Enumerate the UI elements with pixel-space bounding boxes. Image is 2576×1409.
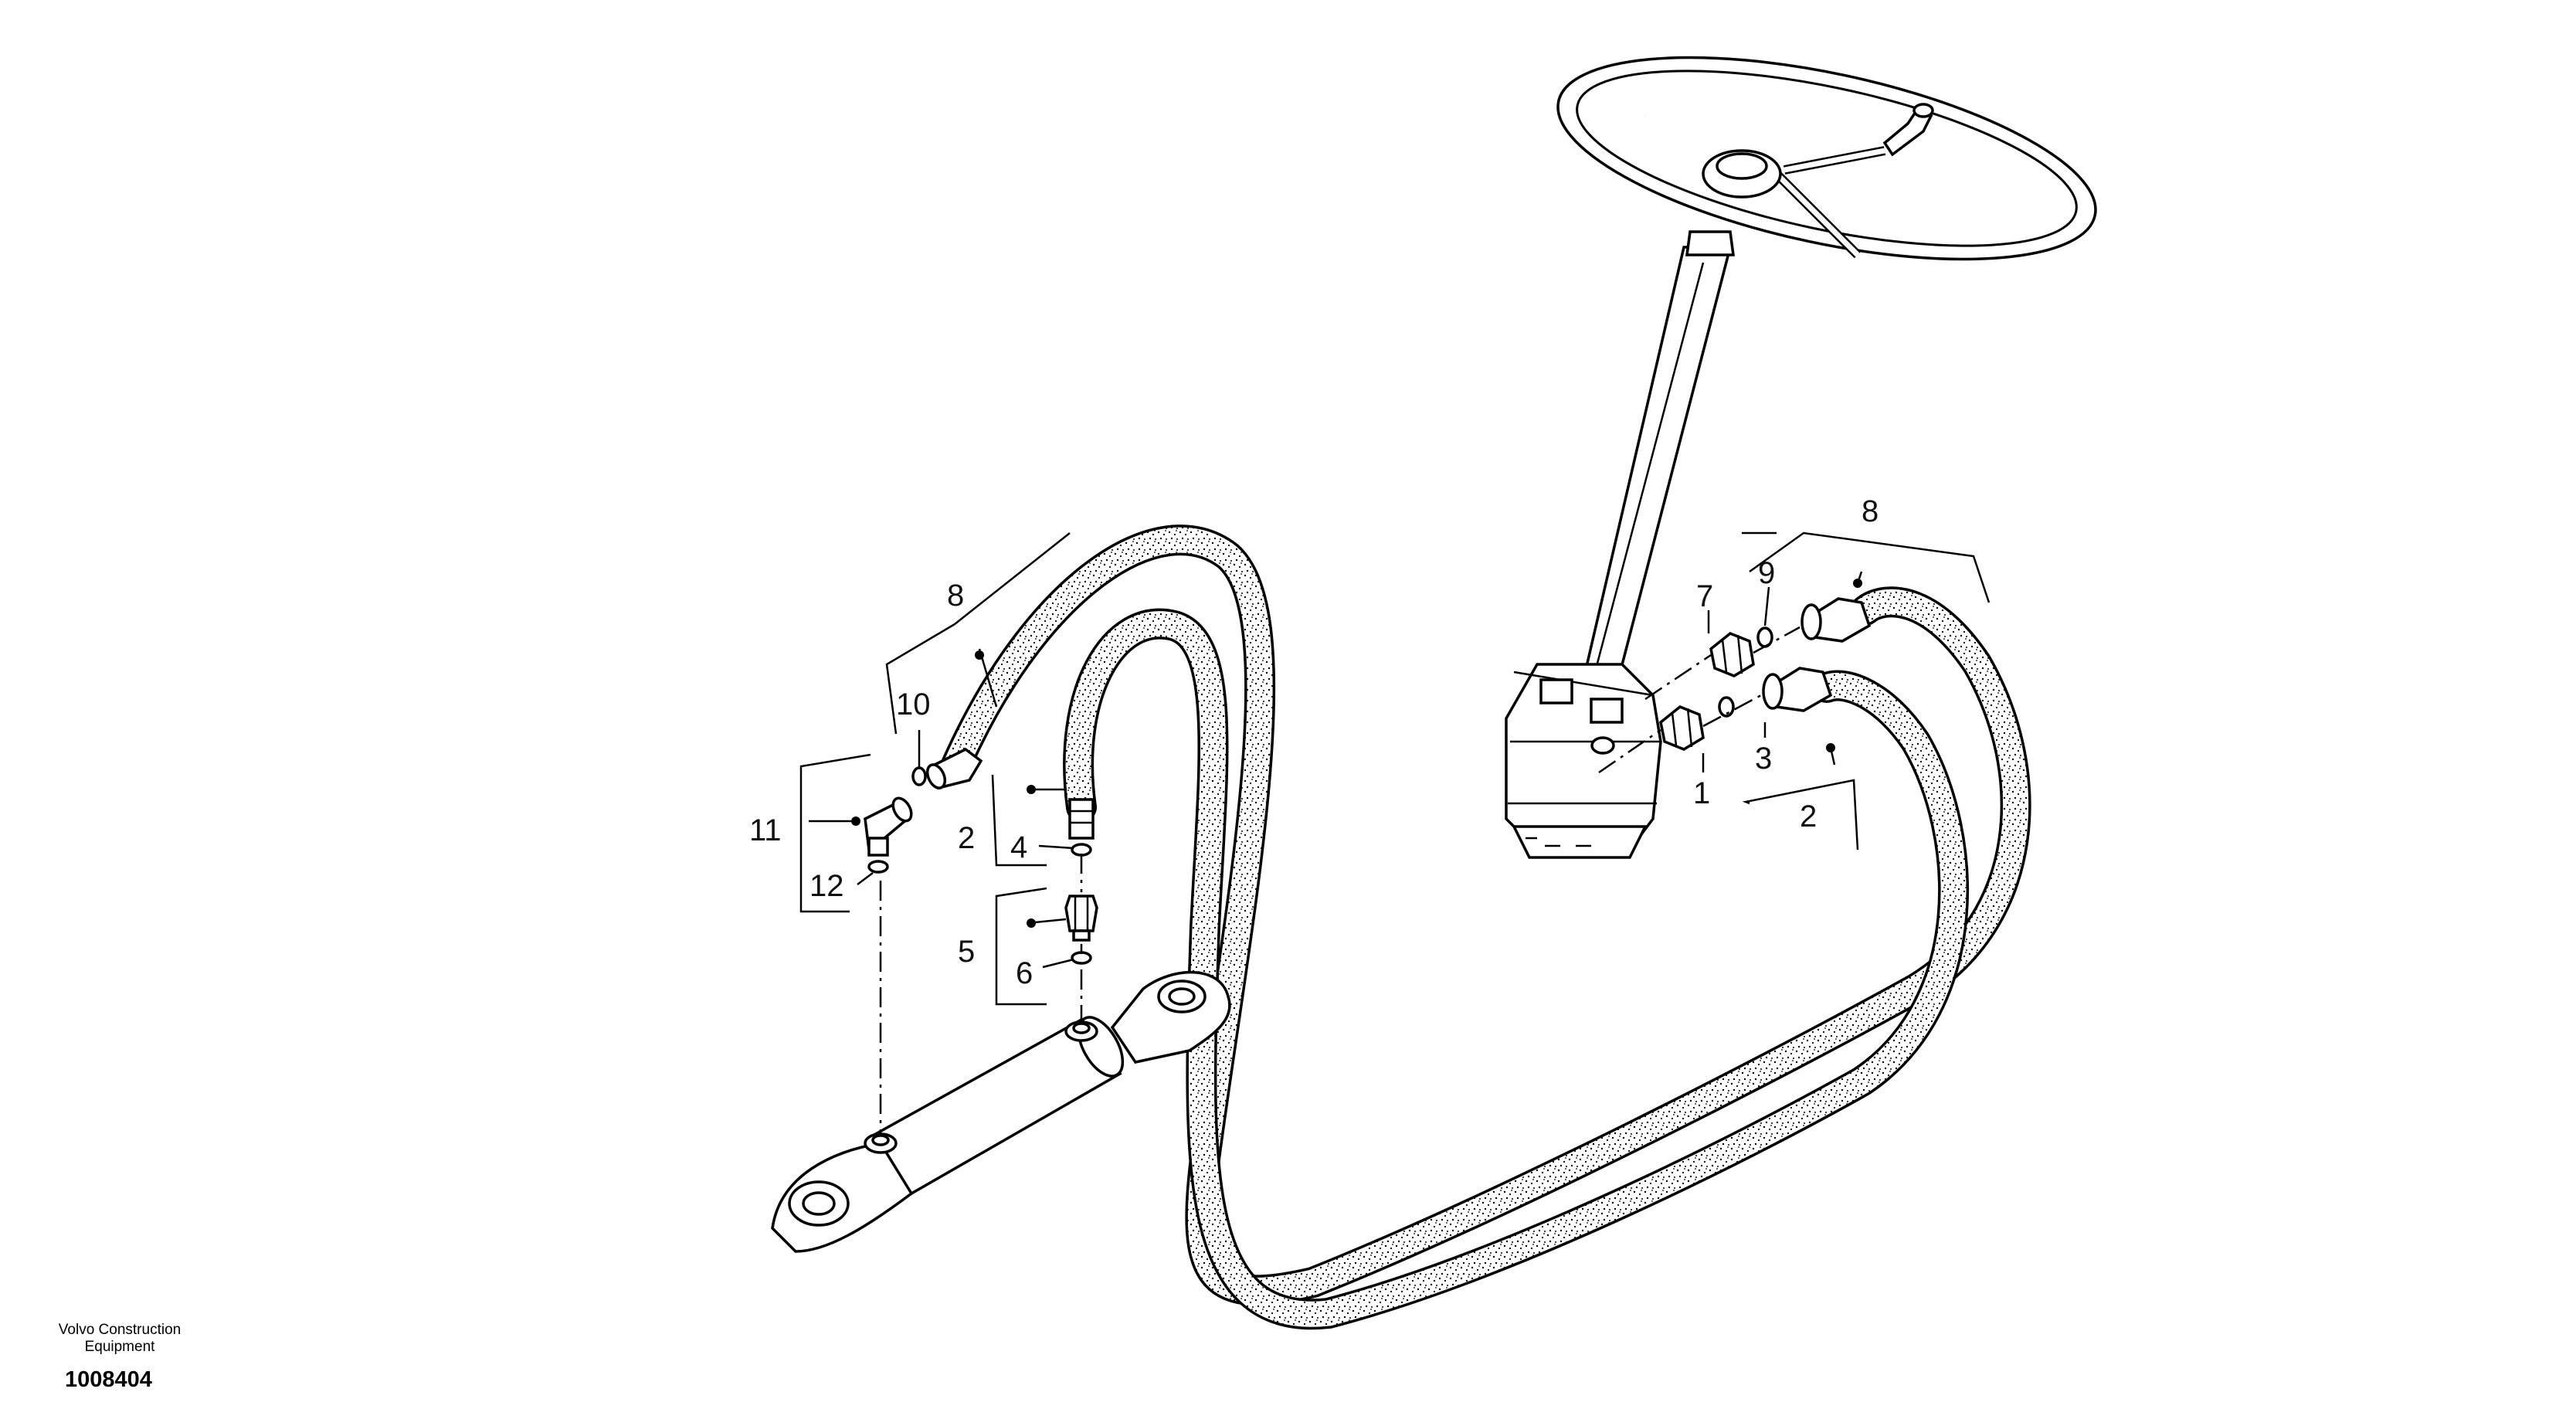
callout-10: 10: [896, 688, 931, 721]
leader-lines: [799, 531, 1991, 1006]
hose-end-fitting-lower-left: [1068, 798, 1095, 840]
adapter-fitting-5: [1064, 895, 1098, 942]
callout-11: 11: [749, 813, 782, 847]
hose-end-fitting-upper-right: [1800, 597, 1872, 643]
callout-1: 1: [1693, 776, 1710, 810]
o-ring-12: [867, 860, 889, 874]
document-number: 1008404: [65, 1367, 152, 1392]
fitting-adapter-7: [1709, 631, 1755, 677]
callout-12: 12: [809, 869, 844, 903]
o-ring-4: [1071, 843, 1092, 857]
brand-name-line1: Volvo Construction: [58, 1322, 182, 1338]
o-ring-10: [911, 766, 927, 786]
callout-8-right: 8: [1862, 494, 1879, 528]
callout-6: 6: [1016, 956, 1033, 990]
callout-5: 5: [958, 935, 975, 969]
callout-3: 3: [1755, 742, 1772, 776]
brand-name-line2: Equipment: [84, 1339, 155, 1355]
callout-2-left: 2: [958, 821, 975, 855]
o-ring-6: [1071, 951, 1092, 965]
elbow-fitting-11: [864, 796, 913, 857]
callout-2-right: 2: [1800, 800, 1817, 834]
steering-wheel: [1556, 56, 2097, 261]
steering-cylinder: [771, 970, 1231, 1253]
fitting-adapter-1: [1659, 704, 1705, 751]
callout-4: 4: [1010, 830, 1027, 864]
hydraulic-hose-inner: [1063, 608, 1970, 1330]
callout-9: 9: [1758, 556, 1775, 590]
steering-valve: [1505, 663, 1662, 859]
hydraulic-hose-outer: [941, 525, 2031, 1306]
hose-end-fitting-lower-right: [1762, 667, 1833, 712]
callout-7: 7: [1696, 579, 1713, 613]
callout-8-left: 8: [947, 579, 964, 613]
hose-end-fitting-upper-left: [925, 747, 983, 790]
o-ring-3: [1718, 696, 1735, 718]
